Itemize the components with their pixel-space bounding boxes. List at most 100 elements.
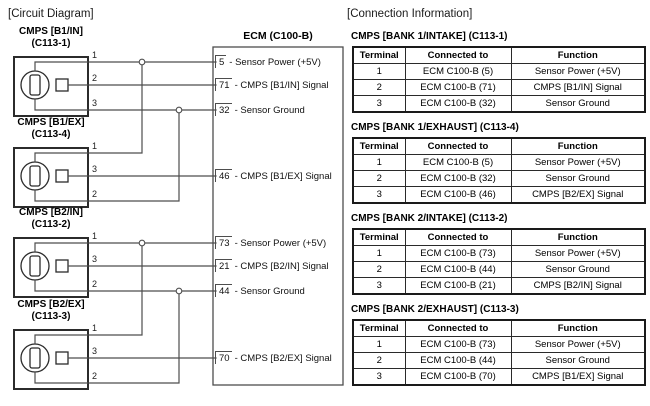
ecm-pin-function: - Sensor Ground — [234, 105, 305, 116]
pin-number: 3 — [92, 254, 98, 264]
table-row: 2 ECM C100-B (71) CMPS [B1/IN] Signal — [352, 79, 646, 96]
function-cell: Sensor Power (+5V) — [510, 154, 646, 171]
sensor-label-b2-in: CMPS [B2/IN] (C113-2) — [0, 207, 102, 231]
terminal-cell: 1 — [352, 154, 406, 171]
terminal-cell: 3 — [352, 95, 406, 113]
terminal-cell: 1 — [352, 63, 406, 80]
sensor-connector: (C113-3) — [31, 311, 71, 322]
ecm-pin-number: 70 — [215, 351, 232, 364]
column-header: Connected to — [404, 46, 512, 64]
column-header: Function — [510, 228, 646, 246]
function-cell: CMPS [B2/EX] Signal — [510, 186, 646, 204]
table-row: 1 ECM C100-B (73) Sensor Power (+5V) — [352, 336, 646, 353]
terminal-cell: 1 — [352, 336, 406, 353]
connected-to-cell: ECM C100-B (71) — [404, 79, 512, 96]
ecm-pin-71: 71- CMPS [B1/IN] Signal — [215, 78, 329, 91]
pin-number: 2 — [92, 371, 98, 381]
table-row: 1 ECM C100-B (73) Sensor Power (+5V) — [352, 245, 646, 262]
ecm-pin-function: - CMPS [B2/EX] Signal — [234, 353, 332, 364]
ecm-pin-32: 32- Sensor Ground — [215, 103, 305, 116]
table-header-row: Terminal Connected to Function — [352, 137, 646, 155]
table-row: 1 ECM C100-B (5) Sensor Power (+5V) — [352, 63, 646, 80]
ecm-box — [212, 46, 344, 386]
bank1-wires — [87, 61, 217, 202]
connection-table-bank1-intake: Terminal Connected to Function 1 ECM C10… — [352, 46, 646, 113]
ecm-pin-function: - Sensor Power (+5V) — [229, 57, 321, 68]
table-row: 2 ECM C100-B (32) Sensor Ground — [352, 170, 646, 187]
pin-number: 1 — [92, 323, 98, 333]
ecm-pin-function: - CMPS [B2/IN] Signal — [234, 261, 329, 272]
sensor-name: CMPS [B2/EX] — [17, 299, 85, 310]
ecm-pin-number: 32 — [215, 103, 232, 116]
column-header: Connected to — [404, 137, 512, 155]
connected-to-cell: ECM C100-B (73) — [404, 245, 512, 262]
terminal-cell: 3 — [352, 368, 406, 386]
sensor-symbol-b2-in — [13, 237, 89, 298]
column-header: Terminal — [352, 46, 406, 64]
pin-number: 3 — [92, 98, 98, 108]
column-header: Terminal — [352, 319, 406, 337]
connected-to-cell: ECM C100-B (44) — [404, 261, 512, 278]
table-header-row: Terminal Connected to Function — [352, 46, 646, 64]
connected-to-cell: ECM C100-B (32) — [404, 170, 512, 187]
table-title-bank2-intake: CMPS [BANK 2/INTAKE] (C113-2) — [351, 213, 508, 224]
ecm-pin-function: - CMPS [B1/IN] Signal — [234, 80, 329, 91]
column-header: Terminal — [352, 137, 406, 155]
table-row: 3 ECM C100-B (21) CMPS [B2/IN] Signal — [352, 277, 646, 295]
terminal-cell: 2 — [352, 170, 406, 187]
junction-node-icon — [175, 287, 183, 295]
terminal-cell: 1 — [352, 245, 406, 262]
table-row: 3 ECM C100-B (46) CMPS [B2/EX] Signal — [352, 186, 646, 204]
table-title-bank1-exhaust: CMPS [BANK 1/EXHAUST] (C113-4) — [351, 122, 519, 133]
terminal-cell: 3 — [352, 277, 406, 295]
column-header: Function — [510, 137, 646, 155]
column-header: Connected to — [404, 319, 512, 337]
column-header: Connected to — [404, 228, 512, 246]
column-header: Terminal — [352, 228, 406, 246]
sensor-connector: (C113-4) — [31, 129, 71, 140]
column-header: Function — [510, 319, 646, 337]
function-cell: Sensor Ground — [510, 352, 646, 369]
sensor-connector: (C113-1) — [31, 38, 71, 49]
connected-to-cell: ECM C100-B (5) — [404, 154, 512, 171]
terminal-cell: 2 — [352, 261, 406, 278]
function-cell: CMPS [B1/IN] Signal — [510, 79, 646, 96]
pin-number: 1 — [92, 141, 98, 151]
connected-to-cell: ECM C100-B (21) — [404, 277, 512, 295]
sensor-symbol-b2-ex — [13, 329, 89, 390]
table-row: 1 ECM C100-B (5) Sensor Power (+5V) — [352, 154, 646, 171]
wire-ground-bus-bank1 — [87, 109, 180, 202]
function-cell: CMPS [B1/EX] Signal — [510, 368, 646, 386]
function-cell: Sensor Power (+5V) — [510, 336, 646, 353]
terminal-cell: 3 — [352, 186, 406, 204]
connected-to-cell: ECM C100-B (73) — [404, 336, 512, 353]
pin-number: 3 — [92, 164, 98, 174]
table-row: 2 ECM C100-B (44) Sensor Ground — [352, 352, 646, 369]
terminal-cell: 2 — [352, 352, 406, 369]
ecm-pin-number: 21 — [215, 259, 232, 272]
ecm-pin-number: 71 — [215, 78, 232, 91]
table-row: 2 ECM C100-B (44) Sensor Ground — [352, 261, 646, 278]
junction-node-icon — [138, 58, 146, 66]
table-header-row: Terminal Connected to Function — [352, 228, 646, 246]
function-cell: Sensor Ground — [510, 95, 646, 113]
sensor-label-b2-ex: CMPS [B2/EX] (C113-3) — [0, 299, 102, 323]
ecm-pin-5: 5- Sensor Power (+5V) — [215, 55, 321, 68]
ecm-title: ECM (C100-B) — [243, 30, 313, 42]
ecm-pin-number: 44 — [215, 284, 232, 297]
connection-information-section-title: [Connection Information] — [347, 8, 473, 20]
column-header: Function — [510, 46, 646, 64]
terminal-cell: 2 — [352, 79, 406, 96]
pin-number: 3 — [92, 346, 98, 356]
connection-table-bank2-exhaust: Terminal Connected to Function 1 ECM C10… — [352, 319, 646, 386]
ecm-pin-function: - CMPS [B1/EX] Signal — [234, 171, 332, 182]
table-header-row: Terminal Connected to Function — [352, 319, 646, 337]
connected-to-cell: ECM C100-B (32) — [404, 95, 512, 113]
junction-node-icon — [175, 106, 183, 114]
function-cell: Sensor Ground — [510, 170, 646, 187]
sensor-label-b1-ex: CMPS [B1/EX] (C113-4) — [0, 117, 102, 141]
function-cell: Sensor Power (+5V) — [510, 63, 646, 80]
table-title-bank2-exhaust: CMPS [BANK 2/EXHAUST] (C113-3) — [351, 304, 519, 315]
